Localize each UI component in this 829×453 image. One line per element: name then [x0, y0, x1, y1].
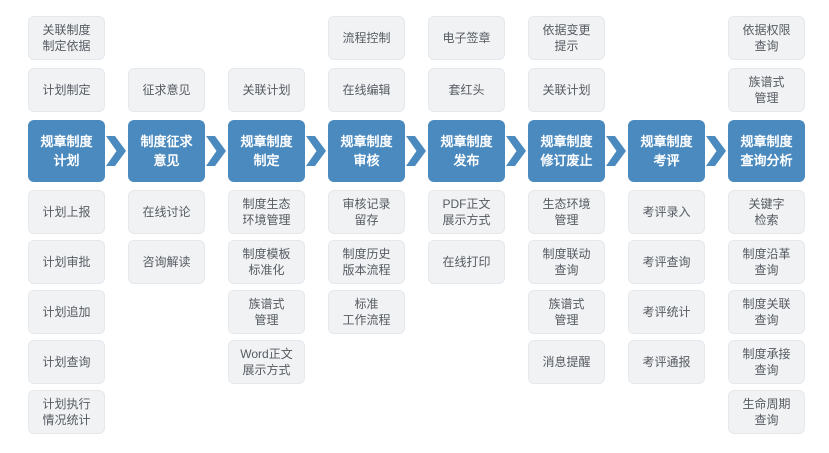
chevron-right-icon: [206, 136, 226, 166]
stage-column: 依据权限 查询族谱式 管理规章制度 查询分析关键字 检索制度沿革 查询制度关联 …: [728, 0, 805, 453]
feature-box: 流程控制: [328, 16, 405, 60]
stage-column: 征求意见制度征求 意见在线讨论咨询解读: [128, 0, 205, 453]
feature-box: 计划审批: [28, 240, 105, 284]
feature-box: 制度生态 环境管理: [228, 190, 305, 234]
feature-box: 关联计划: [228, 68, 305, 112]
stage-below-stack: 在线讨论咨询解读: [128, 190, 205, 284]
feature-box: 关联制度 制定依据: [28, 16, 105, 60]
feature-box: 计划制定: [28, 68, 105, 112]
chevron-right-icon: [306, 136, 326, 166]
stage-column: 关联计划规章制度 制定制度生态 环境管理制度模板 标准化族谱式 管理 Word正文…: [228, 0, 305, 453]
stage-column: 规章制度 考评考评录入考评查询考评统计考评通报: [628, 0, 705, 453]
feature-box: 计划执行 情况统计: [28, 390, 105, 434]
feature-box: 消息提醒: [528, 340, 605, 384]
stage-below-stack: 关键字 检索制度沿革 查询制度关联 查询制度承接 查询生命周期 查询: [728, 190, 805, 434]
feature-box: 制度历史 版本流程: [328, 240, 405, 284]
stage-above-stack: 关联计划: [228, 16, 305, 112]
feature-box: PDF正文 展示方式: [428, 190, 505, 234]
stage-below-stack: 生态环境 管理制度联动 查询族谱式 管理消息提醒: [528, 190, 605, 384]
stage-above-stack: 流程控制在线编辑: [328, 16, 405, 112]
stage-box: 规章制度 发布: [428, 120, 505, 182]
feature-box: 依据权限 查询: [728, 16, 805, 60]
feature-box: 依据变更 提示: [528, 16, 605, 60]
stage-box: 规章制度 考评: [628, 120, 705, 182]
feature-box: 电子签章: [428, 16, 505, 60]
feature-box: 考评录入: [628, 190, 705, 234]
chevron-right-icon: [606, 136, 626, 166]
feature-box: 征求意见: [128, 68, 205, 112]
feature-box: 计划上报: [28, 190, 105, 234]
stage-above-stack: 电子签章套红头: [428, 16, 505, 112]
stage-below-stack: 考评录入考评查询考评统计考评通报: [628, 190, 705, 384]
feature-box: 咨询解读: [128, 240, 205, 284]
feature-box: 制度联动 查询: [528, 240, 605, 284]
stage-box: 制度征求 意见: [128, 120, 205, 182]
feature-box: 考评通报: [628, 340, 705, 384]
stage-box: 规章制度 修订废止: [528, 120, 605, 182]
chevron-right-icon: [706, 136, 726, 166]
feature-box: 计划查询: [28, 340, 105, 384]
stage-above-stack: 关联制度 制定依据计划制定: [28, 16, 105, 112]
stage-box: 规章制度 计划: [28, 120, 105, 182]
stage-above-stack: 依据变更 提示关联计划: [528, 16, 605, 112]
stage-above-stack: [628, 16, 705, 112]
feature-box: 计划追加: [28, 290, 105, 334]
chevron-right-icon: [106, 136, 126, 166]
stage-above-stack: 征求意见: [128, 16, 205, 112]
stage-column: 电子签章套红头规章制度 发布 PDF正文 展示方式在线打印: [428, 0, 505, 453]
feature-box: 制度沿革 查询: [728, 240, 805, 284]
stage-column: 依据变更 提示关联计划规章制度 修订废止生态环境 管理制度联动 查询族谱式 管理…: [528, 0, 605, 453]
stage-column: 流程控制在线编辑规章制度 审核审核记录 留存制度历史 版本流程标准 工作流程: [328, 0, 405, 453]
stage-below-stack: PDF正文 展示方式在线打印: [428, 190, 505, 284]
feature-box: Word正文 展示方式: [228, 340, 305, 384]
feature-box: 在线打印: [428, 240, 505, 284]
feature-box: 考评统计: [628, 290, 705, 334]
stage-below-stack: 计划上报计划审批计划追加计划查询计划执行 情况统计: [28, 190, 105, 434]
feature-box: 标准 工作流程: [328, 290, 405, 334]
feature-box: 关键字 检索: [728, 190, 805, 234]
feature-box: 制度承接 查询: [728, 340, 805, 384]
feature-box: 生命周期 查询: [728, 390, 805, 434]
feature-box: 套红头: [428, 68, 505, 112]
chevron-right-icon: [506, 136, 526, 166]
stage-above-stack: 依据权限 查询族谱式 管理: [728, 16, 805, 112]
stage-box: 规章制度 审核: [328, 120, 405, 182]
feature-box: 关联计划: [528, 68, 605, 112]
stage-box: 规章制度 制定: [228, 120, 305, 182]
feature-box: 制度关联 查询: [728, 290, 805, 334]
feature-box: 在线编辑: [328, 68, 405, 112]
feature-box: 审核记录 留存: [328, 190, 405, 234]
feature-box: 在线讨论: [128, 190, 205, 234]
stage-below-stack: 审核记录 留存制度历史 版本流程标准 工作流程: [328, 190, 405, 334]
feature-box: 族谱式 管理: [728, 68, 805, 112]
stage-box: 规章制度 查询分析: [728, 120, 805, 182]
feature-box: 族谱式 管理: [528, 290, 605, 334]
feature-box: 制度模板 标准化: [228, 240, 305, 284]
stage-column: 关联制度 制定依据计划制定规章制度 计划计划上报计划审批计划追加计划查询计划执行…: [28, 0, 105, 453]
feature-box: 生态环境 管理: [528, 190, 605, 234]
feature-box: 考评查询: [628, 240, 705, 284]
chevron-right-icon: [406, 136, 426, 166]
stage-below-stack: 制度生态 环境管理制度模板 标准化族谱式 管理 Word正文 展示方式: [228, 190, 305, 384]
feature-box: 族谱式 管理: [228, 290, 305, 334]
